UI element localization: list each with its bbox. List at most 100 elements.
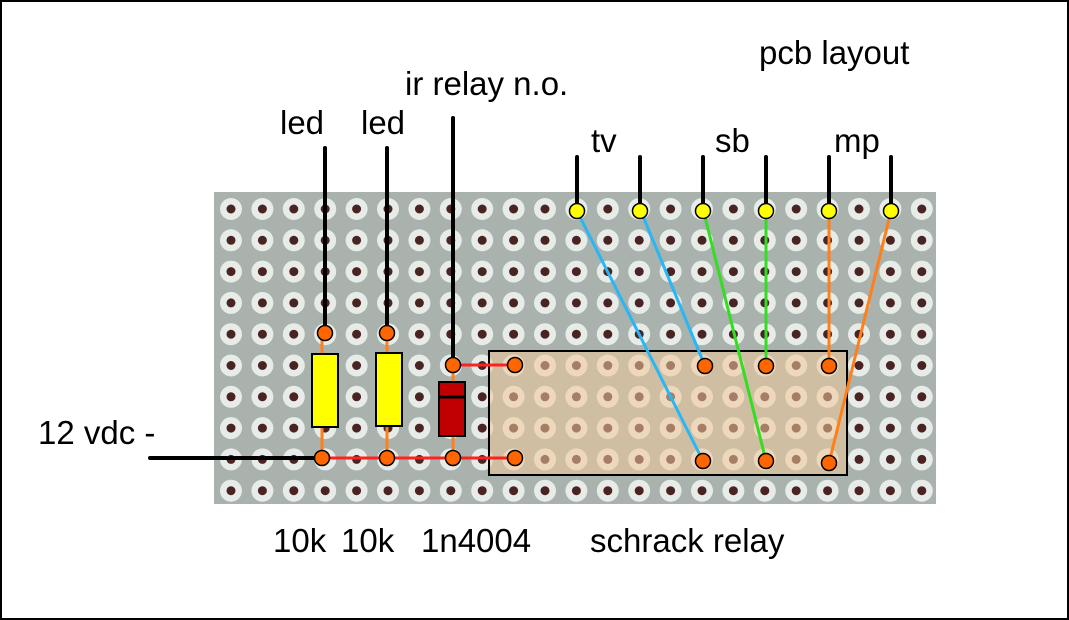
hole xyxy=(414,329,424,339)
relay-footprint xyxy=(488,350,848,476)
label-relay: schrack relay xyxy=(590,522,785,559)
solder-node xyxy=(444,449,462,467)
hole xyxy=(603,298,613,308)
diode-body xyxy=(438,381,466,437)
hole xyxy=(854,298,864,308)
hole xyxy=(854,454,864,464)
solder-node xyxy=(313,449,331,467)
hole xyxy=(697,486,707,496)
hole xyxy=(509,329,519,339)
page-title: pcb layout xyxy=(759,34,910,71)
hole xyxy=(509,267,519,277)
hole xyxy=(854,423,864,433)
hole xyxy=(257,361,267,370)
label-diode: 1n4004 xyxy=(421,522,532,559)
solder-node xyxy=(757,452,775,470)
solder-node xyxy=(696,357,714,375)
hole xyxy=(571,298,581,308)
hole xyxy=(885,267,895,277)
label-r1: 10k xyxy=(273,522,327,559)
label-ir-relay: ir relay n.o. xyxy=(405,65,569,102)
hole xyxy=(603,235,613,245)
output-terminal xyxy=(568,202,586,220)
hole xyxy=(383,486,393,496)
hole xyxy=(885,392,895,402)
hole xyxy=(289,329,299,339)
hole xyxy=(257,423,267,433)
hole xyxy=(477,235,487,245)
hole xyxy=(634,235,644,245)
hole xyxy=(666,486,676,496)
hole xyxy=(540,235,550,245)
hole xyxy=(352,361,362,370)
hole xyxy=(446,486,456,496)
hole xyxy=(540,267,550,277)
hole xyxy=(414,392,424,402)
hole xyxy=(634,298,644,308)
hole xyxy=(414,361,424,370)
solder-node xyxy=(757,357,775,375)
hole xyxy=(885,454,895,464)
solder-node xyxy=(820,454,838,472)
hole xyxy=(917,267,927,277)
hole xyxy=(885,361,895,370)
hole xyxy=(477,267,487,277)
hole xyxy=(917,235,927,245)
hole xyxy=(728,298,738,308)
wire-tv-b xyxy=(638,207,707,368)
label-supply: 12 vdc - xyxy=(38,414,156,451)
hole xyxy=(760,486,770,496)
hole xyxy=(352,204,362,214)
hole xyxy=(226,204,236,214)
solder-node xyxy=(444,356,462,374)
hole xyxy=(728,235,738,245)
hole xyxy=(352,392,362,402)
hole xyxy=(666,235,676,245)
hole xyxy=(634,486,644,496)
hole xyxy=(477,204,487,214)
hole xyxy=(352,329,362,339)
solder-node xyxy=(316,324,334,342)
hole xyxy=(289,267,299,277)
hole xyxy=(289,298,299,308)
hole xyxy=(289,423,299,433)
hole xyxy=(571,235,581,245)
resistor-r2 xyxy=(375,352,403,427)
hole xyxy=(791,204,801,214)
hole xyxy=(226,486,236,496)
hole xyxy=(414,486,424,496)
solder-node xyxy=(694,452,712,470)
output-terminal xyxy=(631,202,649,220)
hole xyxy=(257,392,267,402)
hole xyxy=(917,204,927,214)
solder-node xyxy=(820,357,838,375)
hole xyxy=(603,329,613,339)
output-terminal xyxy=(882,202,900,220)
hole xyxy=(885,298,895,308)
solder-node xyxy=(378,324,396,342)
hole xyxy=(854,235,864,245)
resistor-r1 xyxy=(311,353,339,428)
hole xyxy=(603,486,613,496)
hole xyxy=(917,298,927,308)
hole xyxy=(917,454,927,464)
solder-nodes xyxy=(313,202,900,472)
hole xyxy=(414,298,424,308)
output-terminal xyxy=(757,202,775,220)
hole xyxy=(540,329,550,339)
hole xyxy=(257,486,267,496)
label-led-2: led xyxy=(361,104,406,141)
hole xyxy=(257,267,267,277)
hole xyxy=(477,486,487,496)
hole xyxy=(666,329,676,339)
hole xyxy=(697,329,707,339)
hole xyxy=(854,392,864,402)
hole xyxy=(414,267,424,277)
hole xyxy=(540,486,550,496)
hole xyxy=(352,298,362,308)
hole xyxy=(509,486,519,496)
hole xyxy=(917,486,927,496)
hole xyxy=(509,298,519,308)
